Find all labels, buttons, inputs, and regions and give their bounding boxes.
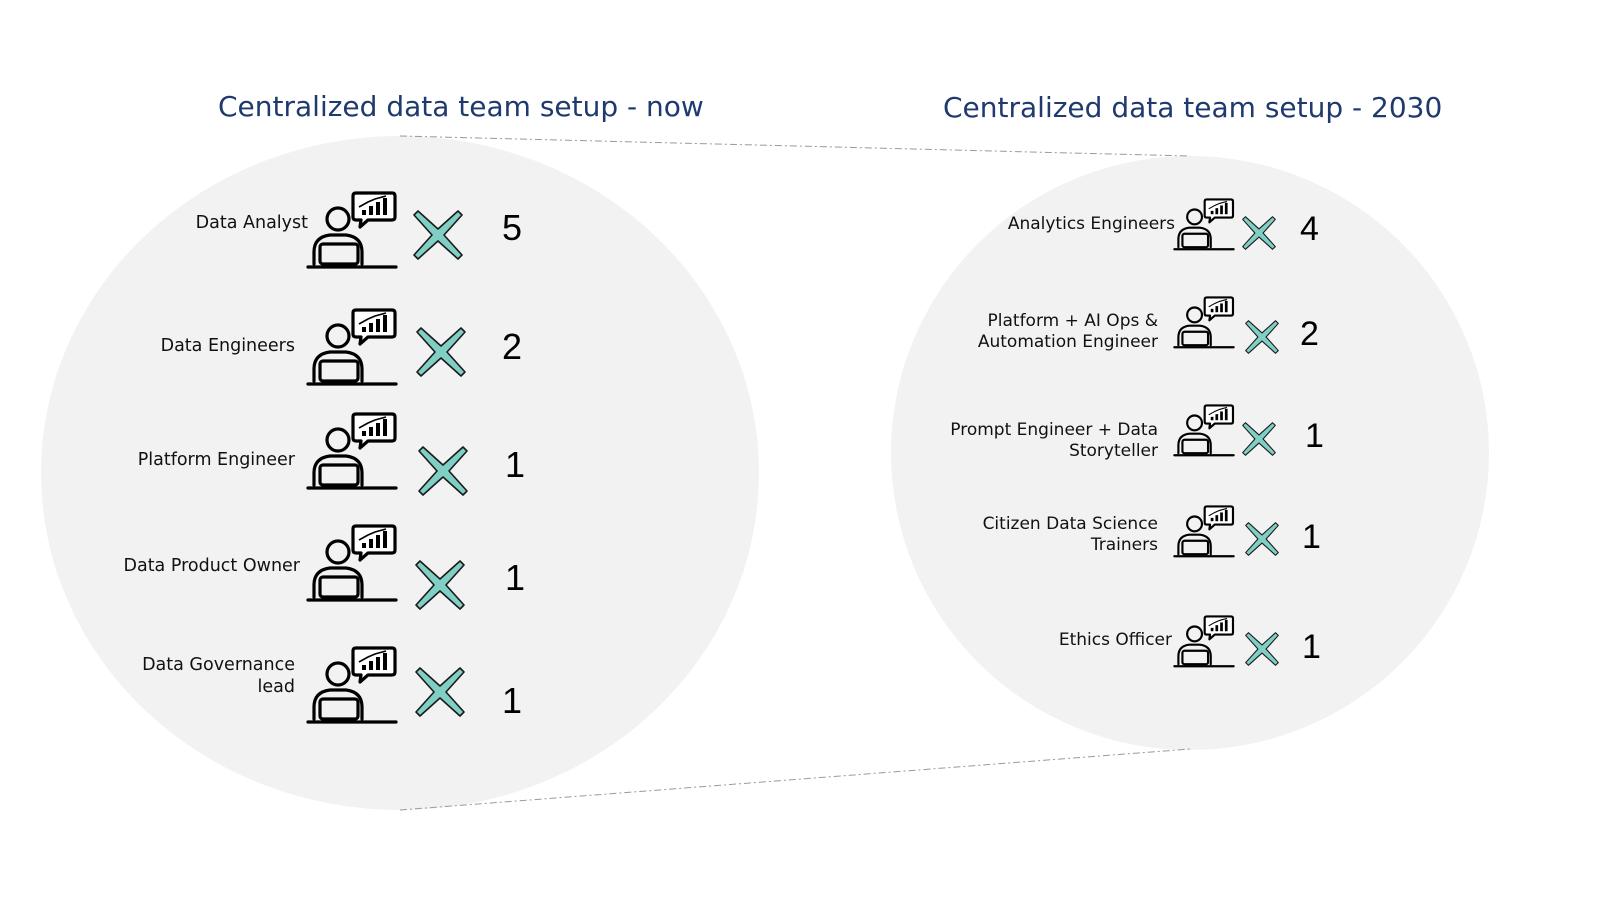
title-now: Centralized data team setup - now (218, 90, 704, 123)
role-label: Analytics Engineers (1007, 214, 1175, 234)
analyst-icon (1173, 404, 1235, 457)
role-label: Data Product Owner (123, 556, 301, 576)
multiply-icon (1242, 422, 1276, 456)
role-count: 1 (505, 444, 526, 485)
multiply-icon (418, 446, 468, 496)
multiply-icon (1245, 522, 1279, 556)
role-count: 1 (505, 557, 526, 598)
role-count: 1 (1302, 628, 1321, 666)
role-count: 1 (1305, 417, 1324, 455)
role-label: Data Analyst (195, 213, 308, 233)
analyst-icon (1173, 296, 1235, 349)
role-count: 1 (502, 680, 523, 721)
analyst-icon (306, 412, 398, 490)
role-count: 1 (1302, 518, 1321, 556)
analyst-icon (306, 524, 398, 602)
analyst-icon (306, 308, 398, 386)
multiply-icon (1245, 320, 1279, 354)
analyst-icon (306, 191, 398, 269)
role-count: 4 (1300, 210, 1319, 248)
analyst-icon (1173, 198, 1235, 251)
role-label: Platform Engineer (137, 450, 295, 470)
multiply-icon (1242, 216, 1276, 250)
role-label: Platform + AI Ops &Automation Engineer (977, 311, 1158, 353)
now-team-circle (41, 136, 759, 810)
role-count: 5 (502, 207, 523, 248)
top-connector-line (399, 135, 1191, 157)
multiply-icon (416, 327, 466, 377)
analyst-icon (306, 646, 398, 724)
role-count: 2 (1300, 315, 1319, 353)
title-2030: Centralized data team setup - 2030 (943, 91, 1443, 124)
analyst-icon (1173, 615, 1235, 668)
multiply-icon (413, 210, 463, 260)
role-label: Ethics Officer (1058, 630, 1172, 650)
multiply-icon (415, 560, 465, 610)
multiply-icon (1245, 632, 1279, 666)
role-count: 2 (502, 326, 523, 367)
analyst-icon (1173, 505, 1235, 558)
role-label: Data Engineers (160, 336, 295, 356)
multiply-icon (415, 667, 465, 717)
